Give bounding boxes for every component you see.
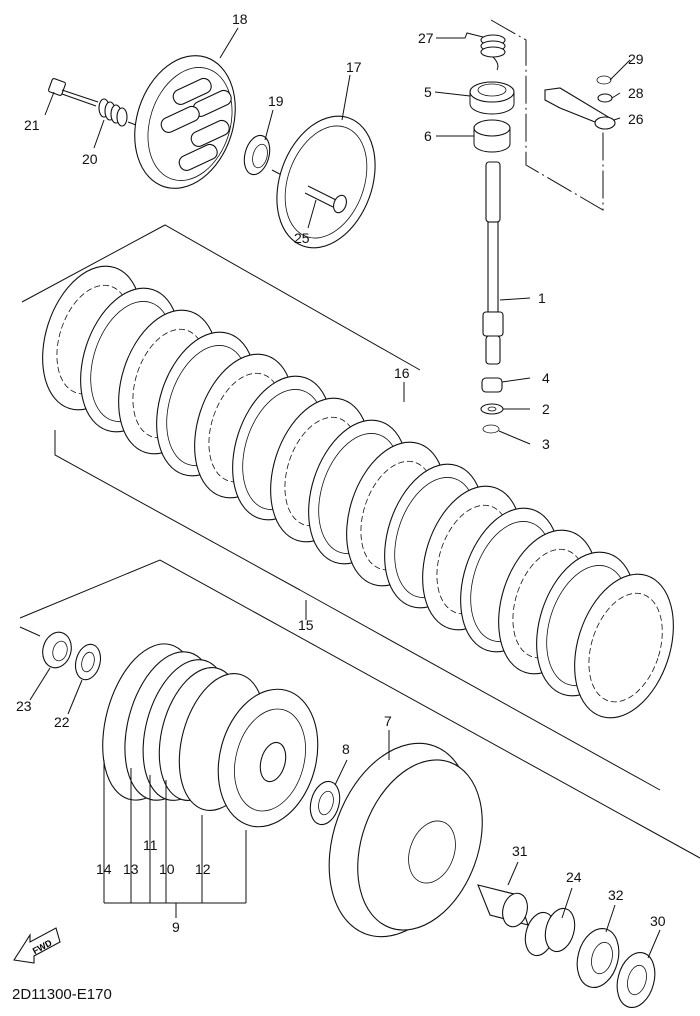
callout-27[interactable]: 27: [418, 30, 434, 46]
friction-plate-stack: [19, 224, 700, 859]
part-2-washer[interactable]: [480, 403, 504, 415]
callout-25[interactable]: 25: [294, 230, 310, 246]
friction-plate[interactable]: [557, 561, 690, 730]
callout-12[interactable]: 12: [195, 861, 211, 877]
fwd-arrow-icon: FWD: [13, 927, 61, 964]
drawing-code: 2D11300-E170: [12, 986, 112, 1003]
callout-6[interactable]: 6: [424, 128, 432, 144]
callout-31[interactable]: 31: [512, 843, 528, 859]
part-17-plate[interactable]: [260, 102, 393, 261]
callout-14[interactable]: 14: [96, 861, 112, 877]
callout-23[interactable]: 23: [16, 698, 32, 714]
callout-7[interactable]: 7: [384, 713, 392, 729]
callout-10[interactable]: 10: [159, 861, 175, 877]
callout-32[interactable]: 32: [608, 887, 624, 903]
callout-labels: 18 17 19 21 20 25 27 5 6 29 28 26 1 16 4…: [16, 11, 666, 935]
part-19-bearing[interactable]: [240, 133, 274, 178]
callout-22[interactable]: 22: [54, 714, 70, 730]
part-29-clip[interactable]: [596, 75, 612, 85]
primary-gear-group: [304, 723, 660, 1011]
callout-19[interactable]: 19: [268, 93, 284, 109]
callout-5[interactable]: 5: [424, 84, 432, 100]
part-26-lever[interactable]: [544, 87, 616, 130]
callout-16[interactable]: 16: [394, 365, 410, 381]
callout-8[interactable]: 8: [342, 741, 350, 757]
callout-17[interactable]: 17: [346, 59, 362, 75]
part-30-washer[interactable]: [611, 948, 660, 1011]
part-22-washer[interactable]: [72, 642, 104, 683]
part-21-bolt[interactable]: [48, 78, 99, 107]
part-8-washer[interactable]: [306, 778, 344, 828]
callout-28[interactable]: 28: [628, 85, 644, 101]
callout-30[interactable]: 30: [650, 913, 666, 929]
part-4-bushing[interactable]: [481, 377, 503, 393]
part-6-needle-bearing[interactable]: [473, 119, 511, 153]
part-7-clutch-housing[interactable]: [304, 723, 505, 956]
callout-2[interactable]: 2: [542, 401, 550, 417]
callout-15[interactable]: 15: [298, 617, 314, 633]
callout-24[interactable]: 24: [566, 869, 582, 885]
part-20-spring[interactable]: [98, 98, 128, 127]
pressure-plate-group: [48, 42, 393, 261]
callout-13[interactable]: 13: [123, 861, 139, 877]
shaft-group: [469, 19, 616, 434]
callout-21[interactable]: 21: [24, 117, 40, 133]
part-28-washer[interactable]: [597, 93, 613, 103]
part-31-collar[interactable]: [477, 884, 531, 930]
callout-29[interactable]: 29: [628, 51, 644, 67]
part-3-circlip[interactable]: [482, 424, 500, 434]
part-32-gear[interactable]: [571, 924, 625, 992]
callout-9[interactable]: 9: [172, 919, 180, 935]
friction-plate-inner: [588, 592, 663, 703]
callout-18[interactable]: 18: [232, 11, 248, 27]
part-23-nut[interactable]: [39, 629, 75, 671]
part-1-shaft[interactable]: [482, 161, 504, 365]
part-27-spring[interactable]: [480, 34, 506, 71]
callout-26[interactable]: 26: [628, 111, 644, 127]
callout-20[interactable]: 20: [82, 151, 98, 167]
clutch-boss[interactable]: [204, 678, 333, 838]
clutch-plates[interactable]: [25, 253, 690, 730]
part-25-push-rod[interactable]: [304, 185, 349, 215]
clutch-boss-group: [19, 626, 333, 918]
callout-4[interactable]: 4: [542, 370, 550, 386]
part-24-needle-bearing[interactable]: [521, 905, 579, 959]
part-5-bearing[interactable]: [469, 81, 515, 115]
callout-3[interactable]: 3: [542, 436, 550, 452]
callout-11[interactable]: 11: [143, 837, 158, 853]
part-18-pressure-plate[interactable]: [118, 42, 251, 201]
leader-lines: [29, 27, 661, 959]
callout-1[interactable]: 1: [538, 290, 546, 306]
